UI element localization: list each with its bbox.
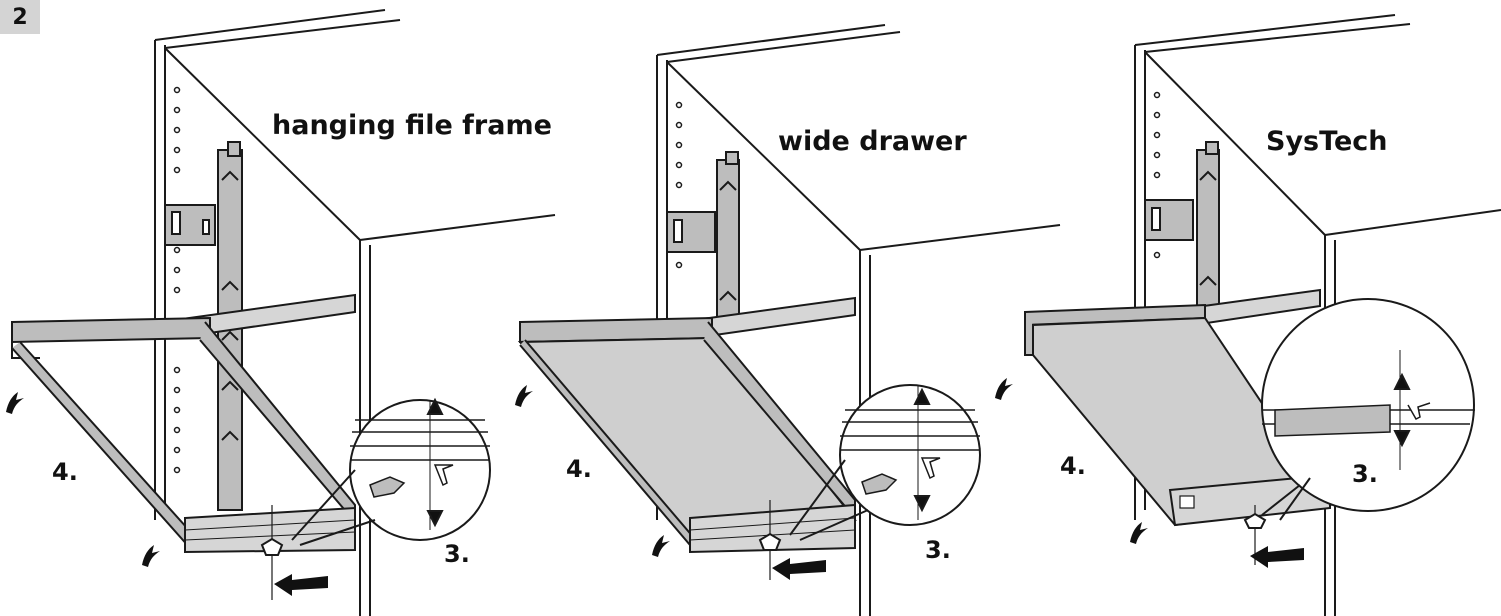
lift-arrow-icon	[1130, 522, 1148, 544]
lift-arrow-icon	[652, 535, 670, 557]
push-arrow-icon	[1250, 546, 1304, 568]
panel-wide-drawer	[517, 24, 1061, 616]
panel-title: SysTech	[1266, 126, 1388, 157]
step-number-badge: 2	[0, 0, 40, 34]
panel-hanging-file-frame	[11, 9, 556, 616]
panel-systech	[1024, 14, 1501, 616]
step-label: 3.	[1352, 460, 1378, 488]
step-label: 3.	[444, 540, 470, 568]
lift-arrow-icon	[995, 378, 1013, 400]
lift-arrow-icon	[515, 385, 533, 407]
step-label: 4.	[1060, 452, 1086, 480]
step-label: 3.	[925, 536, 951, 564]
lift-arrow-icon	[142, 545, 160, 567]
step-number: 2	[12, 4, 28, 30]
push-arrow-icon	[772, 558, 826, 580]
panel-title: hanging file frame	[272, 110, 552, 141]
step-label: 4.	[52, 458, 78, 486]
step-label: 4.	[566, 455, 592, 483]
panel-title: wide drawer	[778, 126, 967, 157]
push-arrow-icon	[274, 574, 328, 596]
lift-arrow-icon	[6, 392, 24, 414]
